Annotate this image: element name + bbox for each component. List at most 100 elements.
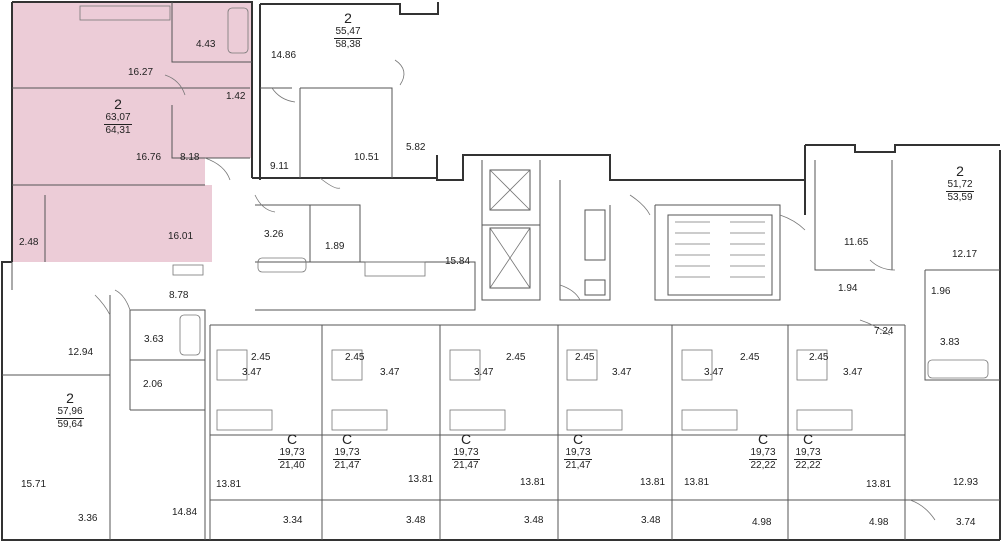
rooms-count: С bbox=[802, 431, 814, 447]
room-area-label: 14.84 bbox=[172, 507, 198, 518]
area-total: 58,38 bbox=[335, 39, 361, 50]
area-total: 64,31 bbox=[105, 125, 131, 136]
area-living: 19,73 bbox=[333, 447, 361, 460]
room-area-label: 16.27 bbox=[128, 67, 154, 78]
room-area-label: 10.51 bbox=[354, 152, 380, 163]
area-living: 57,96 bbox=[56, 406, 84, 419]
studio-fixtures bbox=[216, 349, 853, 431]
rooms-count: 2 bbox=[114, 96, 122, 112]
rooms-count: С bbox=[286, 431, 298, 447]
area-total: 22,22 bbox=[795, 460, 821, 471]
area-total: 21,40 bbox=[279, 460, 305, 471]
area-living: 51,72 bbox=[946, 179, 974, 192]
room-area-label: 1.89 bbox=[325, 241, 345, 252]
room-area-label: 4.98 bbox=[869, 517, 889, 528]
room-area-label: 16.01 bbox=[168, 231, 194, 242]
room-area-label: 3.47 bbox=[242, 367, 262, 378]
fixtures bbox=[79, 5, 989, 379]
room-area-label: 3.48 bbox=[406, 515, 426, 526]
room-area-label: 3.83 bbox=[940, 337, 960, 348]
highlighted-apartment-fill bbox=[12, 2, 252, 262]
area-living: 19,73 bbox=[749, 447, 777, 460]
area-living: 19,73 bbox=[794, 447, 822, 460]
room-area-label: 5.82 bbox=[406, 142, 426, 153]
room-area-label: 8.78 bbox=[169, 290, 189, 301]
area-living: 63,07 bbox=[104, 112, 132, 125]
room-area-label: 11.65 bbox=[844, 237, 869, 248]
room-area-label: 12.93 bbox=[953, 477, 979, 488]
rooms-count: 2 bbox=[66, 390, 74, 406]
room-area-label: 13.81 bbox=[866, 479, 892, 490]
rooms-count: С bbox=[572, 431, 584, 447]
rooms-count: С bbox=[757, 431, 769, 447]
room-area-label: 3.48 bbox=[524, 515, 544, 526]
room-area-label: 2.45 bbox=[345, 352, 365, 363]
rooms-count: 2 bbox=[344, 10, 352, 26]
room-area-label: 14.86 bbox=[271, 50, 297, 61]
room-area-label: 9.11 bbox=[270, 161, 289, 172]
rooms-count: С bbox=[460, 431, 472, 447]
area-living: 19,73 bbox=[564, 447, 592, 460]
room-area-label: 12.17 bbox=[952, 249, 978, 260]
room-area-label: 2.48 bbox=[19, 237, 39, 248]
room-area-label: 8.18 bbox=[180, 152, 200, 163]
room-area-label: 2.06 bbox=[143, 379, 163, 390]
room-area-label: 2.45 bbox=[575, 352, 595, 363]
area-living: 55,47 bbox=[334, 26, 362, 39]
room-area-label: 3.47 bbox=[474, 367, 494, 378]
area-living: 19,73 bbox=[278, 447, 306, 460]
room-area-label: 3.47 bbox=[843, 367, 863, 378]
room-area-label: 2.45 bbox=[740, 352, 760, 363]
room-area-label: 3.47 bbox=[380, 367, 400, 378]
room-area-label: 3.63 bbox=[144, 334, 164, 345]
area-total: 22,22 bbox=[750, 460, 776, 471]
rooms-count: 2 bbox=[956, 163, 964, 179]
room-area-label: 2.45 bbox=[506, 352, 526, 363]
room-area-label: 13.81 bbox=[520, 477, 546, 488]
room-area-label: 13.81 bbox=[408, 474, 434, 485]
room-area-label: 4.98 bbox=[752, 517, 772, 528]
room-area-label: 3.36 bbox=[78, 513, 98, 524]
room-area-label: 2.45 bbox=[251, 352, 271, 363]
room-area-label: 1.94 bbox=[838, 283, 858, 294]
room-area-label: 15.71 bbox=[21, 479, 47, 490]
area-total: 53,59 bbox=[947, 192, 973, 203]
area-living: 19,73 bbox=[452, 447, 480, 460]
door-swings bbox=[94, 59, 936, 521]
room-area-label: 3.47 bbox=[704, 367, 724, 378]
room-area-label: 3.26 bbox=[264, 229, 284, 240]
room-area-label: 3.48 bbox=[641, 515, 661, 526]
room-area-label: 15.84 bbox=[445, 256, 471, 267]
core-elements bbox=[489, 169, 773, 296]
rooms-count: С bbox=[341, 431, 353, 447]
room-area-label: 4.43 bbox=[196, 39, 216, 50]
area-total: 21,47 bbox=[334, 460, 360, 471]
room-area-label: 3.47 bbox=[612, 367, 632, 378]
room-area-label: 13.81 bbox=[684, 477, 710, 488]
area-total: 21,47 bbox=[453, 460, 479, 471]
area-total: 21,47 bbox=[565, 460, 591, 471]
area-total: 59,64 bbox=[57, 419, 83, 430]
room-area-label: 3.74 bbox=[956, 517, 976, 528]
